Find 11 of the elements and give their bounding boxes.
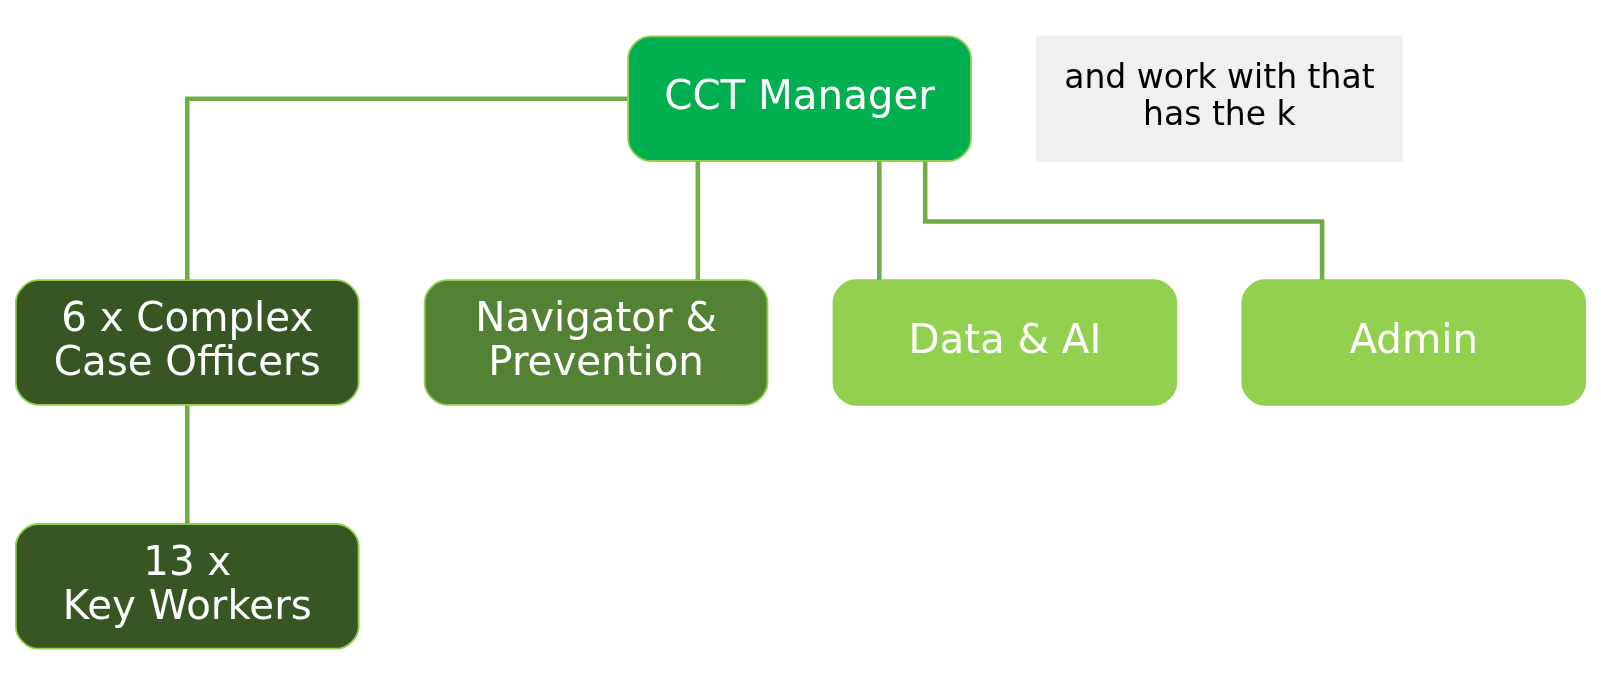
connector xyxy=(922,161,1325,280)
node-box: 6 x Complex Case Officers xyxy=(14,279,360,406)
node-box: Navigator & Prevention xyxy=(423,279,769,406)
node-box: 13 x Key Workers xyxy=(14,523,360,650)
node-box: CCT Manager xyxy=(627,35,972,162)
connector xyxy=(184,405,190,524)
connector xyxy=(695,161,701,280)
connector xyxy=(877,161,882,280)
node-box: Admin xyxy=(1241,279,1587,406)
connector xyxy=(184,96,628,280)
node-box: Data & AI xyxy=(832,279,1178,406)
